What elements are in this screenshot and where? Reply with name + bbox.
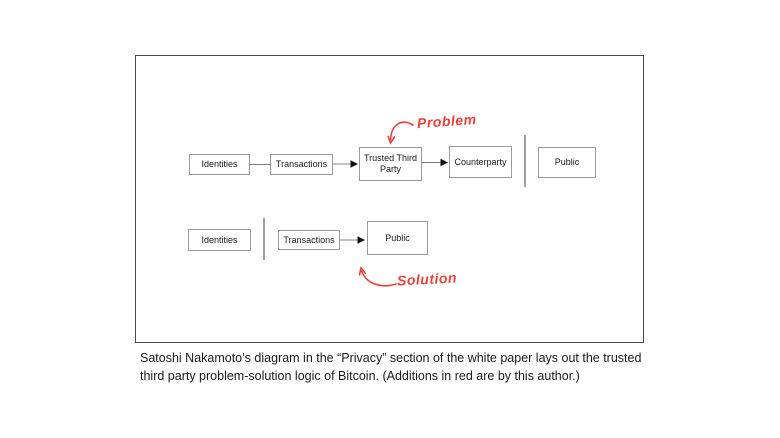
divider-row1 (524, 135, 526, 187)
box-row2-transactions: Transactions (278, 230, 340, 250)
box-row1-transactions: Transactions (270, 154, 333, 175)
box-row1-counterparty: Counterparty (449, 146, 512, 178)
caption: Satoshi Nakamoto’s diagram in the “Priva… (140, 349, 650, 385)
box-row1-identities: Identities (189, 154, 250, 175)
divider-row2 (263, 218, 265, 260)
box-row2-identities: Identities (188, 229, 251, 251)
figure-frame (135, 55, 644, 343)
box-row1-trusted-third-party: Trusted Third Party (359, 147, 422, 181)
caption-line-1: Satoshi Nakamoto’s diagram in the “Priva… (140, 351, 642, 365)
box-row2-public: Public (367, 221, 428, 255)
caption-line-2: third party problem-solution logic of Bi… (140, 369, 580, 383)
box-row1-public: Public (538, 147, 596, 178)
solution-annotation: Solution (396, 269, 458, 289)
